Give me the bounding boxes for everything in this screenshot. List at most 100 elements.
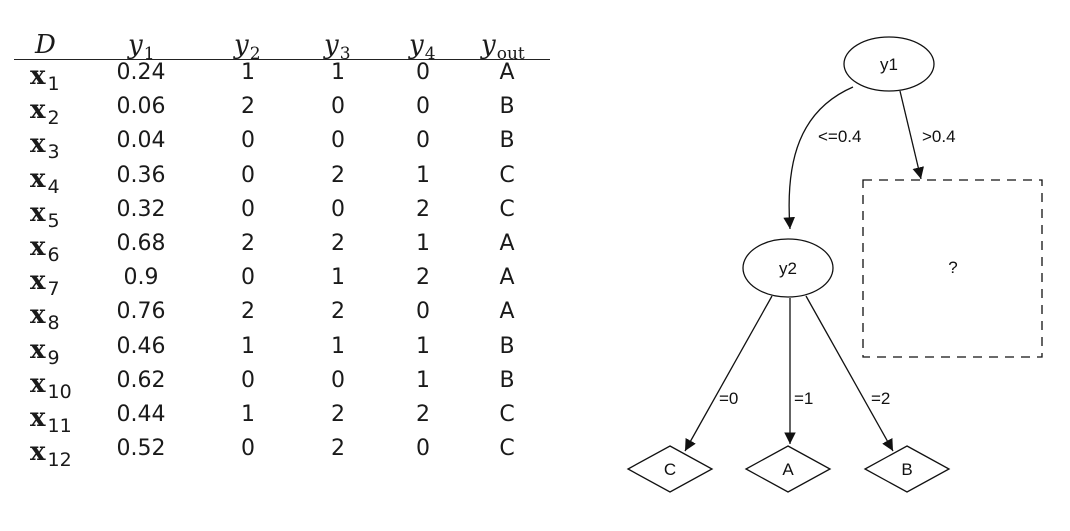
column-header-y1: y1 — [128, 30, 155, 64]
row-label-index: 2 — [47, 107, 60, 130]
cell-y2: 0 — [241, 265, 255, 291]
cell-y2: 0 — [241, 162, 255, 188]
row-label-symbol: x — [30, 163, 46, 194]
cell-y3: 1 — [331, 333, 345, 359]
cell-y4: 1 — [416, 333, 430, 359]
cell-y3: 1 — [331, 265, 345, 291]
cell-y2: 0 — [241, 128, 255, 154]
cell-y4: 1 — [416, 367, 430, 393]
edge-label-gt-0-4: >0.4 — [922, 127, 956, 146]
cell-y3: 0 — [331, 367, 345, 393]
row-label-symbol: x — [30, 232, 46, 262]
cell-y3: 2 — [331, 162, 345, 188]
cell-y2: 2 — [241, 231, 255, 256]
cell-y3: 0 — [331, 94, 345, 120]
root-node — [843, 36, 935, 92]
leaf-node-a — [744, 445, 832, 493]
cell-yout: B — [499, 367, 515, 393]
cell-yout: A — [499, 265, 515, 291]
cell-y1: 0.46 — [116, 333, 166, 359]
cell-y1: 0.24 — [116, 60, 166, 85]
cell-yout: A — [499, 231, 515, 256]
cell-y4: 1 — [416, 162, 430, 188]
row-label-index: 10 — [47, 380, 72, 403]
cell-yout: C — [499, 196, 515, 222]
edge-y2-to-leaf-c — [684, 295, 773, 452]
leaf-node-a-label: A — [782, 460, 794, 479]
leaf-node-c-label: C — [664, 460, 676, 479]
cell-y1: 0.36 — [116, 162, 166, 188]
edge-label-eq-0: =0 — [719, 389, 738, 408]
edge-y2-to-leaf-b — [805, 295, 894, 452]
cell-y2: 1 — [241, 402, 255, 427]
cell-y4: 2 — [416, 402, 430, 427]
header-rule — [14, 59, 550, 60]
edge-label-eq-1: =1 — [794, 389, 813, 408]
cell-yout: B — [499, 333, 515, 359]
cell-y4: 2 — [416, 196, 430, 222]
row-label-symbol: x — [30, 403, 46, 433]
cell-y3: 2 — [331, 299, 345, 325]
row-label-index: 7 — [47, 278, 60, 301]
cell-y1: 0.62 — [116, 367, 166, 393]
row-label-symbol: x — [30, 266, 46, 297]
decision-tree-svg: y1 <=0.4 >0.4 ? y2 =0 =1 =2 C A B — [626, 36, 1043, 493]
cell-y3: 1 — [331, 60, 345, 85]
cell-y4: 0 — [416, 60, 430, 85]
row-label-symbol: x — [30, 129, 46, 160]
row-label-symbol: x — [30, 437, 46, 468]
cell-y4: 1 — [416, 231, 430, 256]
edge-label-eq-2: =2 — [871, 389, 890, 408]
row-label-index: 5 — [47, 209, 60, 232]
cell-y3: 2 — [331, 402, 345, 427]
leaf-node-c — [626, 445, 714, 493]
column-header-y2: y2 — [234, 30, 261, 64]
cell-y4: 2 — [416, 265, 430, 291]
unknown-subtree-label: ? — [948, 258, 957, 277]
cell-y3: 0 — [331, 196, 345, 222]
column-header-y3: y3 — [324, 30, 351, 64]
cell-y1: 0.32 — [116, 196, 166, 222]
cell-y2: 0 — [241, 436, 255, 462]
cell-y2: 0 — [241, 196, 255, 222]
row-label-index: 1 — [47, 73, 60, 95]
column-header-y4: y4 — [409, 30, 436, 64]
row-label-index: 12 — [47, 449, 72, 472]
row-label-index: 6 — [47, 244, 60, 266]
cell-y1: 0.44 — [116, 402, 166, 427]
row-label-index: 3 — [47, 141, 60, 164]
leaf-node-b — [863, 445, 951, 493]
cell-y1: 0.06 — [116, 94, 166, 120]
cell-y4: 0 — [416, 299, 430, 325]
cell-yout: C — [499, 162, 515, 188]
row-label-symbol: x — [30, 197, 46, 228]
row-label-index: 11 — [47, 415, 72, 437]
cell-y2: 2 — [241, 299, 255, 325]
cell-y2: 1 — [241, 333, 255, 359]
cell-yout: C — [499, 402, 515, 427]
row-label-index: 8 — [47, 312, 60, 335]
cell-y4: 0 — [416, 128, 430, 154]
y2-node — [742, 238, 834, 298]
row-label-symbol: x — [30, 334, 46, 365]
cell-yout: A — [499, 299, 515, 325]
row-label-index: 9 — [47, 346, 60, 369]
